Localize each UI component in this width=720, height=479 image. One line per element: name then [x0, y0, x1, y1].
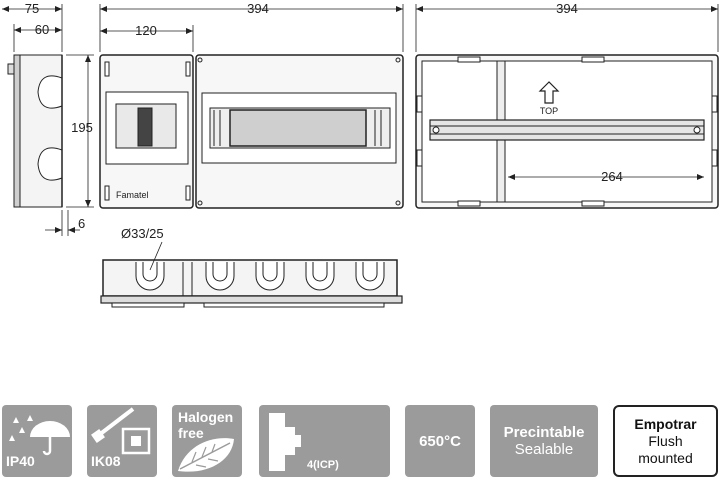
impact-hammer-icon [91, 407, 151, 455]
temperature-badge: 650°C [405, 405, 475, 477]
leaf-icon [178, 438, 234, 472]
modules-badge: 4(ICP) [259, 405, 390, 477]
dim-rail-length: 264 [601, 169, 623, 184]
dim-depth-total: 75 [25, 1, 39, 16]
dim-depth-box: 60 [35, 22, 49, 37]
halogen-line1: Halogen [178, 409, 234, 425]
knockout-row [135, 262, 385, 291]
halogen-line2: free [178, 425, 204, 441]
back-view [415, 54, 719, 209]
mount-line3: mounted [638, 449, 693, 466]
mount-line2: Flush [648, 432, 683, 449]
dim-knockouts: Ø33/25 [121, 226, 164, 241]
breaker-module-icon [269, 413, 301, 471]
modules-label: 4(ICP) [307, 459, 339, 471]
seal-line1: Precintable [503, 424, 585, 441]
umbrella-rain-icon [9, 415, 70, 456]
top-label: TOP [540, 106, 558, 116]
dim-height: 195 [71, 120, 93, 135]
back-dimensions [415, 4, 719, 180]
front-dimensions [99, 4, 404, 52]
dim-back-width: 394 [556, 1, 578, 16]
bottom-view [100, 241, 403, 308]
ip40-badge: IP40 [2, 405, 72, 477]
seal-line2: Sealable [514, 441, 574, 458]
mount-line1: Empotrar [634, 415, 697, 432]
ik-rating: IK08 [91, 453, 121, 469]
sealable-badge: Precintable Sealable [490, 405, 598, 477]
dim-inner-width: 120 [135, 23, 157, 38]
side-view [7, 54, 63, 208]
halogen-free-badge: Halogen free [172, 405, 242, 477]
temperature-value: 650°C [419, 432, 461, 450]
brand-label: Famatel [116, 190, 149, 200]
ip-rating: IP40 [6, 453, 35, 469]
ik08-badge: IK08 [87, 405, 157, 477]
dim-flange: 6 [78, 216, 85, 231]
dim-front-width: 394 [247, 1, 269, 16]
front-view [99, 54, 404, 209]
side-dimensions [1, 4, 94, 236]
flush-mounted-badge: Empotrar Flush mounted [613, 405, 718, 477]
technical-drawing: 75 60 195 6 Famatel 394 120 [1, 1, 719, 308]
